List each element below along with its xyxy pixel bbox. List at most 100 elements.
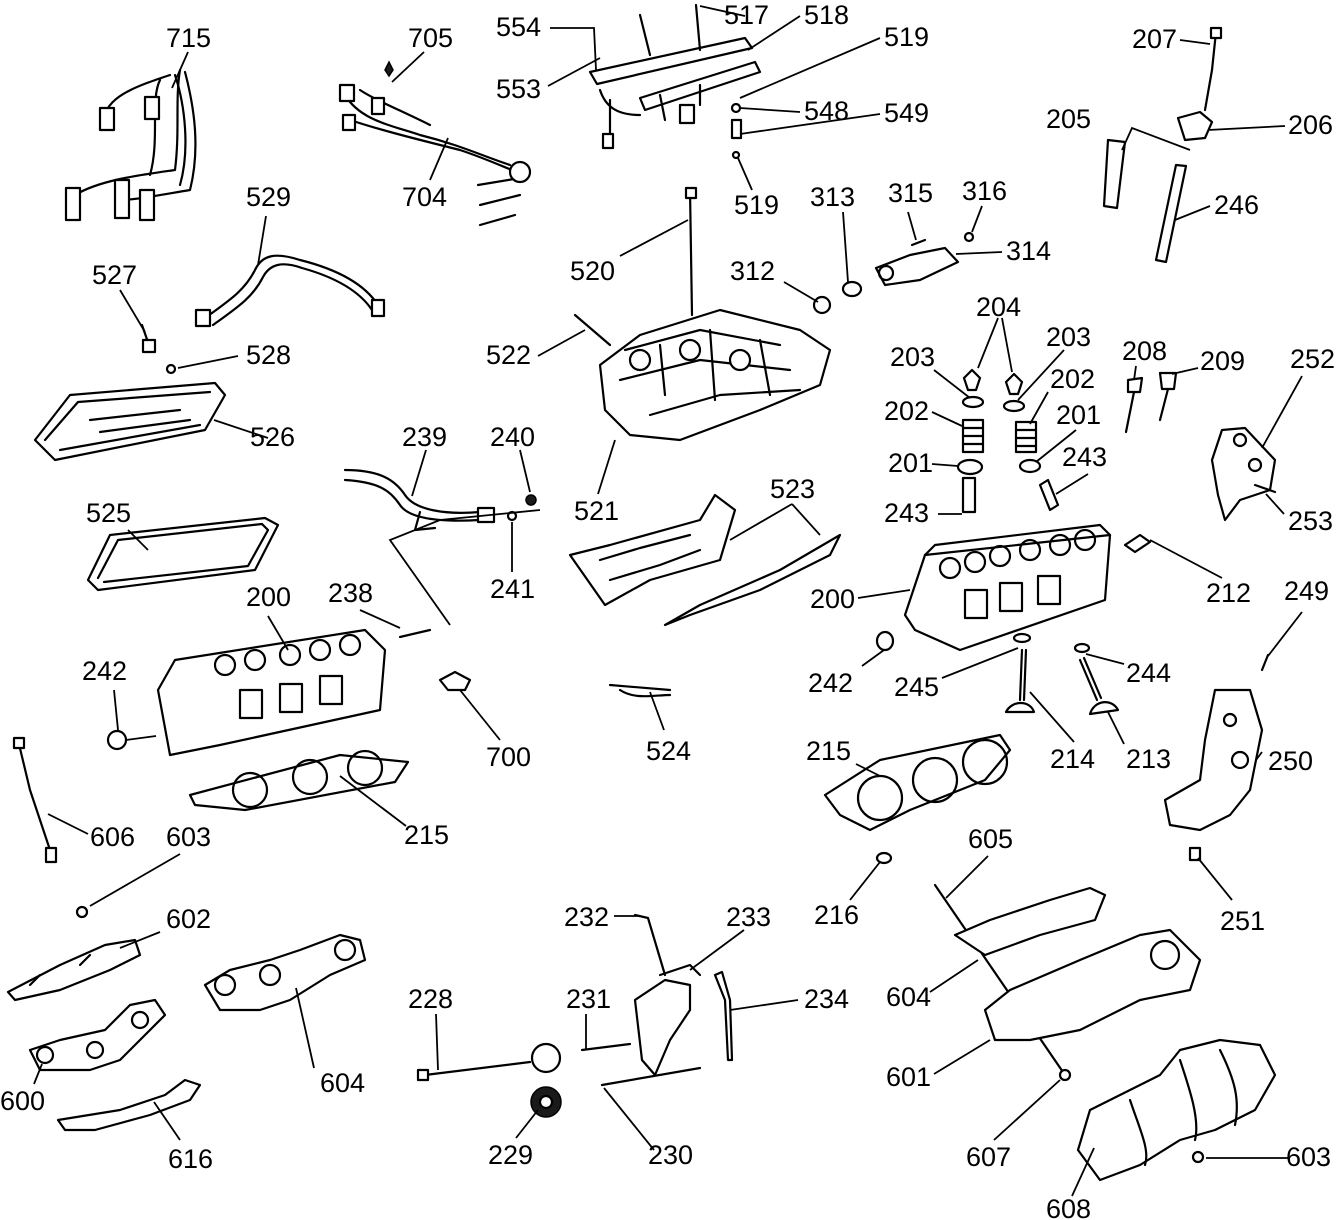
leader-lines	[33, 5, 1303, 1197]
exhaust-manifold-600	[28, 998, 167, 1072]
callout-316: 316	[962, 176, 1007, 206]
callout-253: 253	[1288, 506, 1333, 536]
heat-shield-608	[1076, 1038, 1277, 1182]
callout-246: 246	[1214, 190, 1259, 220]
intake-gasket-523	[568, 493, 842, 627]
callout-203-left: 203	[890, 342, 935, 372]
callout-529: 529	[246, 182, 291, 212]
callout-554: 554	[496, 12, 541, 42]
callout-251: 251	[1220, 906, 1265, 936]
callout-312: 312	[730, 256, 775, 286]
pulley-229	[530, 1042, 562, 1118]
callout-216: 216	[814, 900, 859, 930]
callout-603-lower: 603	[1286, 1142, 1331, 1172]
callout-607: 607	[966, 1142, 1011, 1172]
cylinder-head-left-200	[106, 628, 472, 757]
callout-233: 233	[726, 902, 771, 932]
oxygen-sensor-606	[12, 736, 58, 864]
heat-shield-602	[6, 938, 142, 1002]
callout-604-left: 604	[320, 1068, 365, 1098]
callout-604-right: 604	[886, 982, 931, 1012]
callout-705: 705	[408, 23, 453, 53]
spark-plug-wire-set-715	[64, 68, 197, 222]
bracket-252	[1210, 426, 1277, 522]
callout-230: 230	[648, 1140, 693, 1170]
callout-521: 521	[574, 496, 619, 526]
rocker-bolts	[1124, 371, 1178, 434]
callout-208: 208	[1122, 336, 1167, 366]
callout-519-lower: 519	[734, 190, 779, 220]
callout-200-right: 200	[810, 584, 855, 614]
rocker-arm-and-pushrods	[1102, 26, 1223, 264]
callout-239: 239	[402, 422, 447, 452]
callout-548: 548	[804, 96, 849, 126]
callout-715: 715	[166, 23, 211, 53]
callout-203-right: 203	[1046, 322, 1091, 352]
callout-519: 519	[884, 22, 929, 52]
callout-315: 315	[888, 178, 933, 208]
callout-249: 249	[1284, 576, 1329, 606]
callout-215-right: 215	[806, 736, 851, 766]
callout-314: 314	[1006, 236, 1051, 266]
callout-214: 214	[1050, 744, 1095, 774]
callout-549: 549	[884, 98, 929, 128]
callout-616: 616	[168, 1144, 213, 1174]
callout-228: 228	[408, 984, 453, 1014]
callout-201-left: 201	[888, 448, 933, 478]
coolant-pipe-239	[343, 468, 537, 532]
valves-213-214	[1004, 632, 1120, 716]
callout-523: 523	[770, 474, 815, 504]
callout-202-left: 202	[884, 396, 929, 426]
callout-240: 240	[490, 422, 535, 452]
callout-605: 605	[968, 824, 1013, 854]
callout-244: 244	[1126, 658, 1171, 688]
callout-601: 601	[886, 1062, 931, 1092]
valve-train-components	[956, 368, 1060, 514]
callout-528: 528	[246, 340, 291, 370]
callout-200-left: 200	[246, 582, 291, 612]
valve-cover-fasteners	[140, 323, 177, 375]
callout-600: 600	[0, 1086, 45, 1116]
callout-525: 525	[86, 498, 131, 528]
bracket-250	[1163, 653, 1270, 862]
callout-522: 522	[486, 340, 531, 370]
callout-241: 241	[490, 574, 535, 604]
callout-520: 520	[570, 256, 615, 286]
callout-250: 250	[1268, 746, 1313, 776]
head-gasket-right-215	[823, 733, 1012, 832]
callout-238: 238	[328, 578, 373, 608]
callout-524: 524	[646, 736, 691, 766]
callout-526: 526	[250, 422, 295, 452]
callout-553: 553	[496, 74, 541, 104]
thermostat-housing-314	[812, 231, 975, 315]
callout-527: 527	[92, 260, 137, 290]
callout-209: 209	[1200, 346, 1245, 376]
strap-234	[713, 970, 734, 1062]
callout-243-right: 243	[1062, 442, 1107, 472]
callout-213: 213	[1126, 744, 1171, 774]
callout-602: 602	[166, 904, 211, 934]
wiring-harness-704	[338, 60, 532, 227]
callout-205: 205	[1046, 104, 1091, 134]
callout-201-right: 201	[1056, 400, 1101, 430]
dowel-216	[875, 851, 893, 865]
valve-cover-526	[33, 381, 227, 462]
callout-231: 231	[566, 984, 611, 1014]
callout-206: 206	[1288, 110, 1333, 140]
callout-245: 245	[894, 672, 939, 702]
callout-700: 700	[486, 742, 531, 772]
callout-202-right: 202	[1050, 364, 1095, 394]
callout-242-left: 242	[82, 656, 127, 686]
callout-603: 603	[166, 822, 211, 852]
callout-518: 518	[804, 0, 849, 30]
callout-517: 517	[724, 0, 769, 30]
callout-229: 229	[488, 1140, 533, 1170]
intake-manifold-521	[573, 186, 832, 442]
bolt-230	[600, 1066, 702, 1087]
callout-242-right: 242	[808, 668, 853, 698]
nut-603	[75, 905, 89, 919]
callout-606: 606	[90, 822, 135, 852]
